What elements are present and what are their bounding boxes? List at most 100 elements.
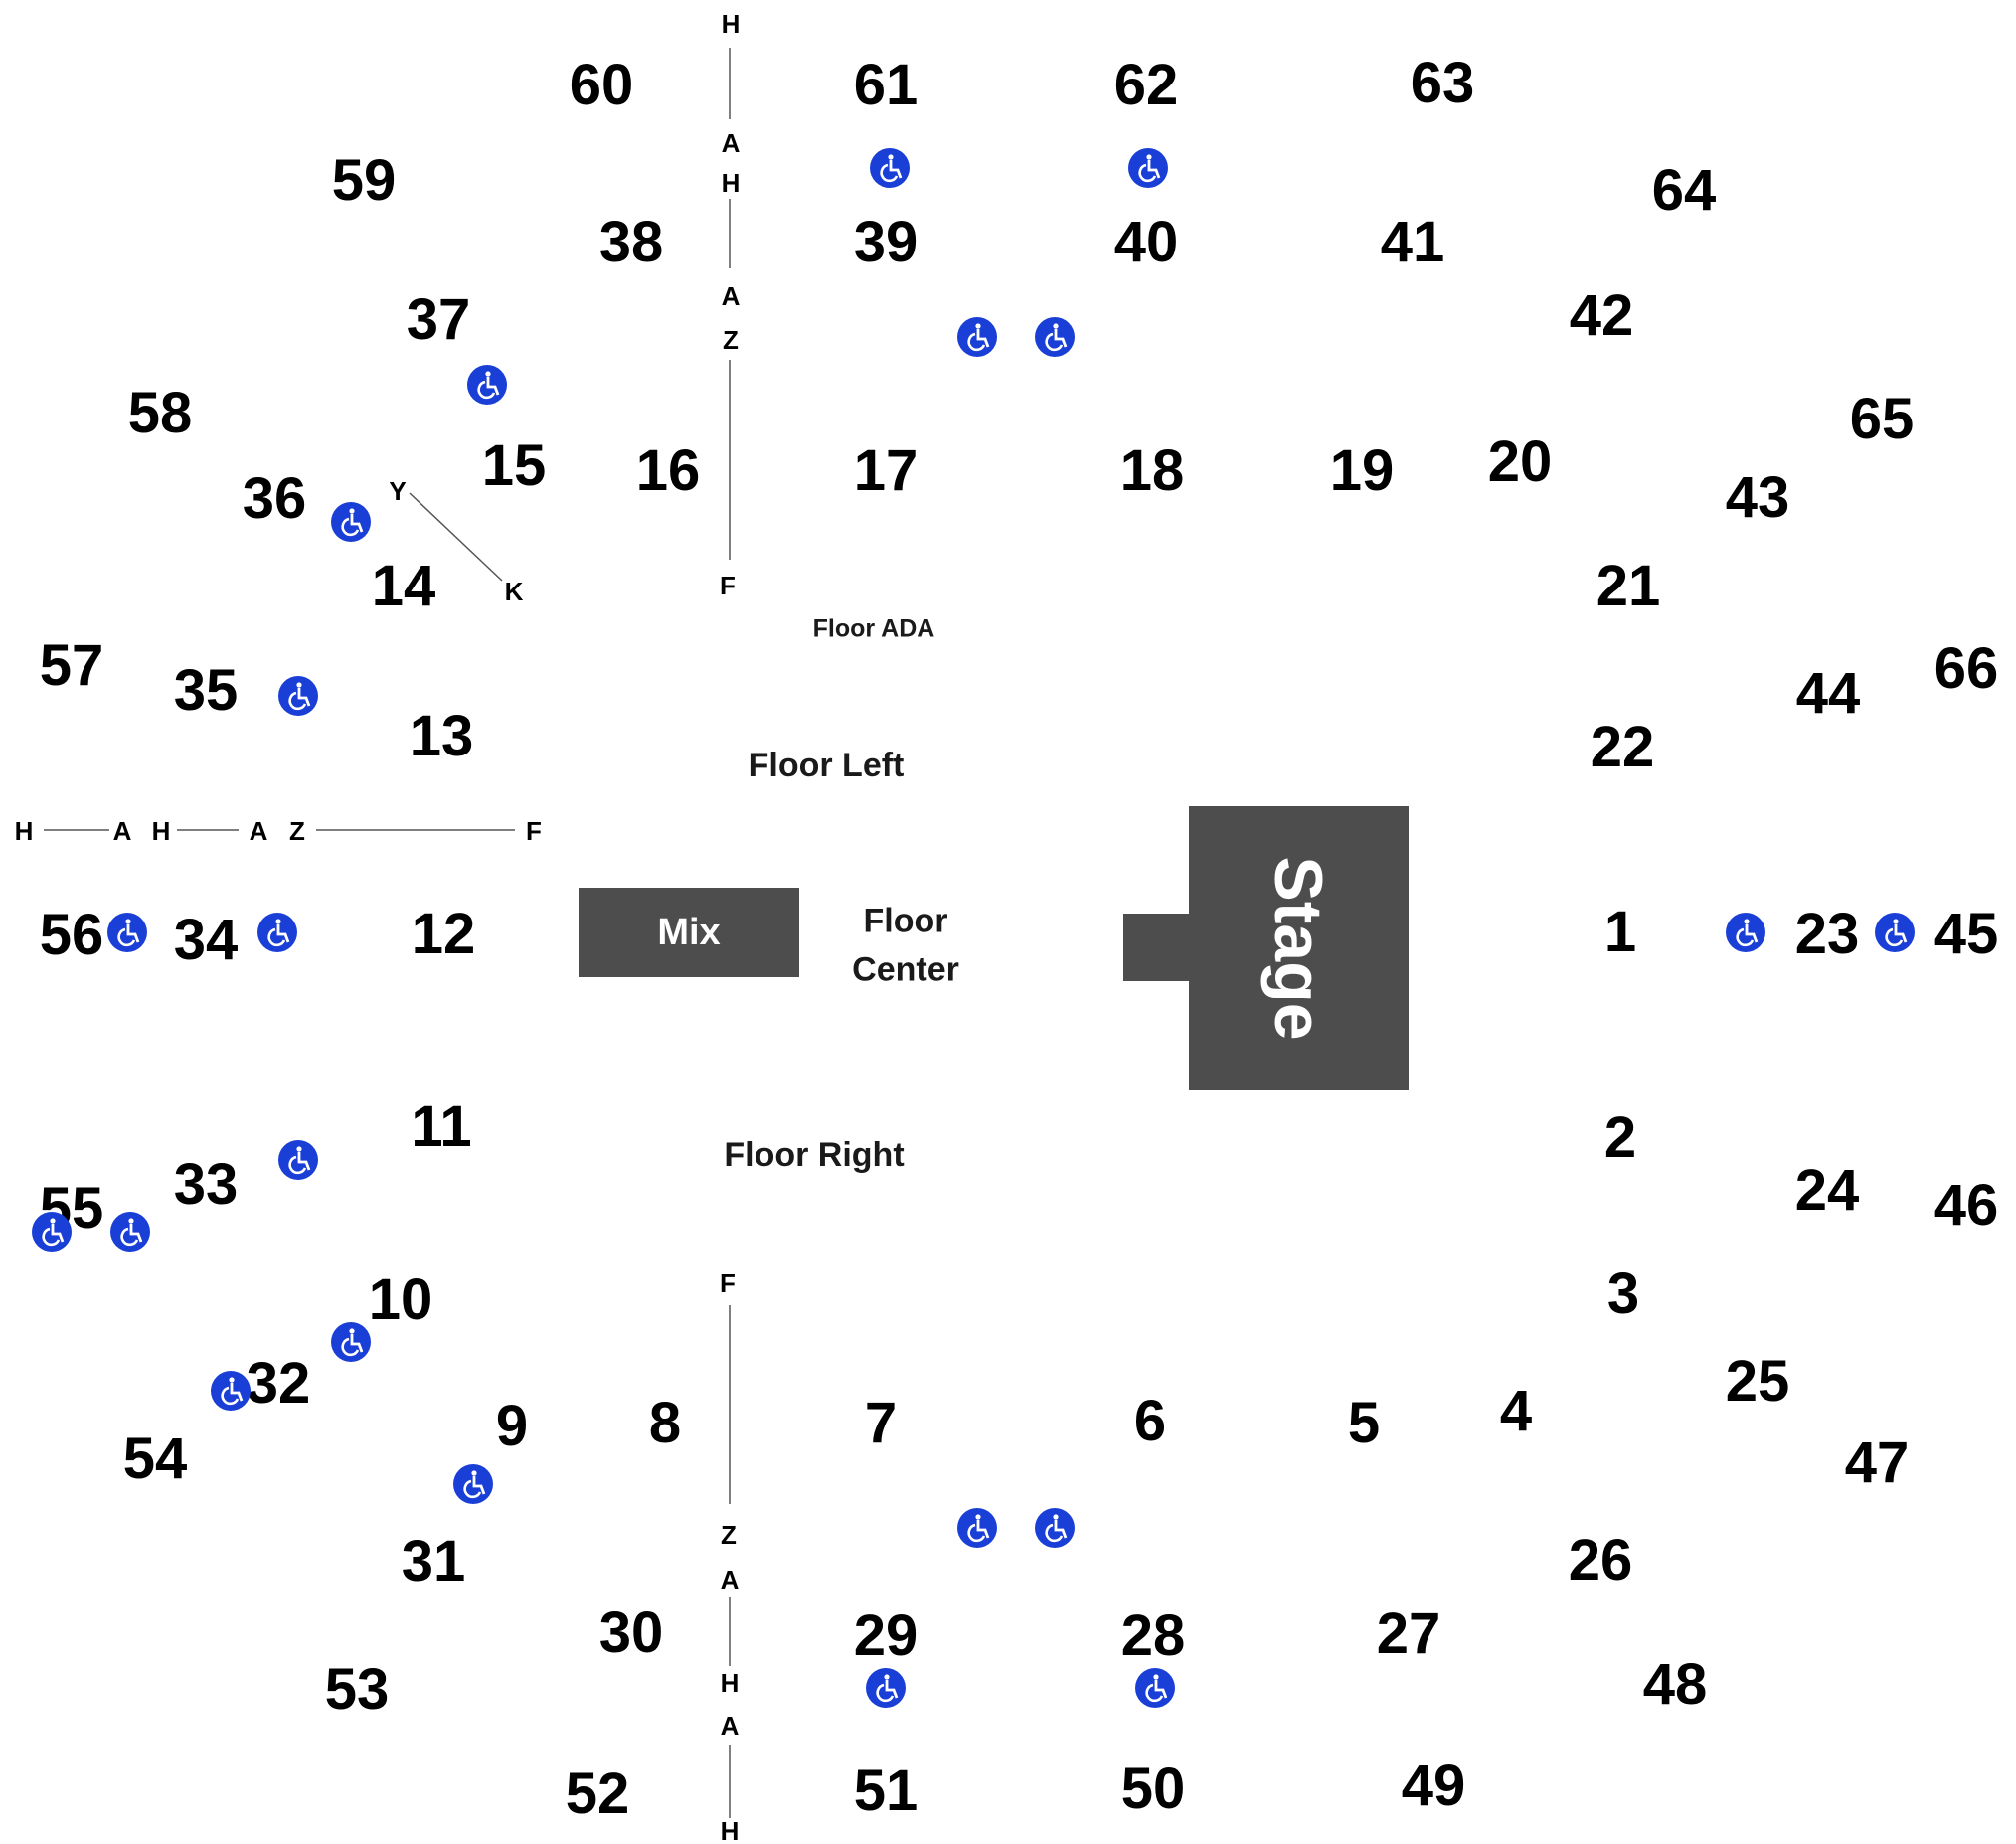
section-53[interactable]: 53 [324,1657,390,1722]
section-5[interactable]: 5 [1347,1391,1381,1455]
section-60[interactable]: 60 [569,53,634,117]
floor-center-label[interactable]: Floor Center [852,902,959,989]
wheelchair-accessible-icon[interactable] [331,502,371,542]
section-24[interactable]: 24 [1794,1158,1860,1223]
wheelchair-accessible-icon[interactable] [331,1322,371,1362]
wheelchair-accessible-icon[interactable] [1035,317,1075,357]
section-31[interactable]: 31 [401,1529,466,1593]
section-3[interactable]: 3 [1606,1261,1640,1326]
wheelchair-accessible-icon[interactable] [467,365,507,405]
row-label: H [721,9,741,39]
floor-left-label[interactable]: Floor Left [748,747,905,784]
section-34[interactable]: 34 [173,908,239,972]
section-64[interactable]: 64 [1651,158,1717,223]
section-37[interactable]: 37 [406,287,471,352]
stage-thrust [1123,914,1193,981]
section-65[interactable]: 65 [1849,387,1915,451]
wheelchair-accessible-icon[interactable] [453,1464,493,1504]
section-47[interactable]: 47 [1844,1430,1910,1495]
floor-ada-label[interactable]: Floor ADA [812,614,935,643]
section-44[interactable]: 44 [1795,661,1861,726]
wheelchair-accessible-icon[interactable] [957,1508,997,1548]
wheelchair-accessible-icon[interactable] [1726,913,1765,952]
section-9[interactable]: 9 [495,1394,529,1458]
section-50[interactable]: 50 [1120,1757,1186,1821]
section-59[interactable]: 59 [331,148,397,213]
section-41[interactable]: 41 [1380,210,1445,274]
section-1[interactable]: 1 [1603,900,1637,964]
section-35[interactable]: 35 [173,658,239,723]
section-54[interactable]: 54 [122,1426,188,1491]
row-label: Y [389,476,407,506]
section-38[interactable]: 38 [598,210,664,274]
section-19[interactable]: 19 [1329,438,1395,503]
section-40[interactable]: 40 [1113,210,1179,274]
section-15[interactable]: 15 [481,433,547,498]
row-label: H [720,1816,740,1844]
section-20[interactable]: 20 [1487,429,1553,494]
section-45[interactable]: 45 [1933,902,1999,966]
section-66[interactable]: 66 [1933,636,1999,701]
section-23[interactable]: 23 [1794,902,1860,966]
section-28[interactable]: 28 [1120,1603,1186,1668]
section-30[interactable]: 30 [598,1600,664,1665]
wheelchair-accessible-icon[interactable] [257,913,297,952]
section-13[interactable]: 13 [409,704,474,768]
section-16[interactable]: 16 [635,438,701,503]
section-2[interactable]: 2 [1603,1105,1637,1170]
wheelchair-accessible-icon[interactable] [107,913,147,952]
section-18[interactable]: 18 [1119,438,1185,503]
wheelchair-accessible-icon[interactable] [278,676,318,716]
section-57[interactable]: 57 [39,633,104,698]
section-29[interactable]: 29 [853,1603,919,1668]
wheelchair-accessible-icon[interactable] [1135,1668,1175,1708]
section-36[interactable]: 36 [242,466,307,531]
section-48[interactable]: 48 [1642,1652,1708,1717]
section-33[interactable]: 33 [173,1152,239,1217]
section-32[interactable]: 32 [246,1351,311,1416]
section-63[interactable]: 63 [1410,51,1475,115]
section-8[interactable]: 8 [648,1391,682,1455]
section-21[interactable]: 21 [1596,554,1661,618]
section-22[interactable]: 22 [1590,715,1655,779]
section-25[interactable]: 25 [1725,1349,1790,1414]
wheelchair-accessible-icon[interactable] [278,1140,318,1180]
section-4[interactable]: 4 [1499,1379,1533,1443]
section-56[interactable]: 56 [39,903,104,967]
stage[interactable] [1189,806,1409,1090]
wheelchair-accessible-icon[interactable] [32,1212,72,1252]
section-12[interactable]: 12 [411,902,476,966]
section-14[interactable]: 14 [371,554,436,618]
section-51[interactable]: 51 [853,1759,919,1823]
section-43[interactable]: 43 [1725,465,1790,530]
section-27[interactable]: 27 [1376,1601,1441,1666]
section-49[interactable]: 49 [1401,1754,1466,1818]
section-61[interactable]: 61 [853,53,919,117]
row-line [409,492,503,582]
wheelchair-accessible-icon[interactable] [1128,148,1168,188]
section-39[interactable]: 39 [853,210,919,274]
wheelchair-accessible-icon[interactable] [866,1668,906,1708]
section-62[interactable]: 62 [1113,53,1179,117]
section-26[interactable]: 26 [1568,1528,1633,1593]
wheelchair-accessible-icon[interactable] [110,1212,150,1252]
section-17[interactable]: 17 [853,438,919,503]
section-58[interactable]: 58 [127,381,193,445]
row-label: Z [721,1520,737,1550]
wheelchair-accessible-icon[interactable] [211,1371,251,1411]
row-label: K [504,577,524,606]
section-7[interactable]: 7 [864,1391,898,1455]
wheelchair-accessible-icon[interactable] [870,148,910,188]
section-46[interactable]: 46 [1933,1173,1999,1238]
section-42[interactable]: 42 [1569,283,1634,348]
row-label: A [721,281,741,311]
wheelchair-accessible-icon[interactable] [957,317,997,357]
wheelchair-accessible-icon[interactable] [1035,1508,1075,1548]
section-10[interactable]: 10 [368,1267,433,1332]
wheelchair-accessible-icon[interactable] [1875,913,1915,952]
section-52[interactable]: 52 [565,1761,630,1826]
section-11[interactable]: 11 [411,1094,472,1159]
floor-right-label[interactable]: Floor Right [724,1136,905,1174]
section-6[interactable]: 6 [1133,1389,1167,1453]
